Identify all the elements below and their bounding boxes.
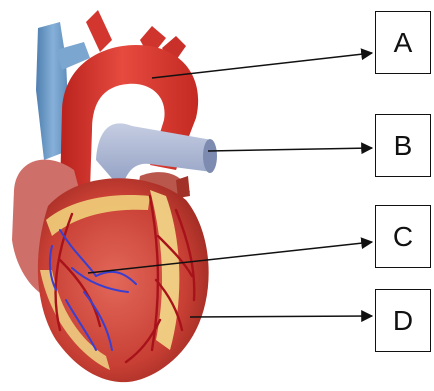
label-a-text: A	[394, 27, 413, 59]
label-box-a: A	[375, 11, 431, 74]
label-box-b: B	[375, 114, 431, 177]
arrow-d	[190, 316, 372, 317]
pulmonary-artery-opening	[203, 139, 217, 173]
label-box-c: C	[375, 205, 431, 268]
label-d-text: D	[393, 305, 413, 337]
label-b-text: B	[394, 130, 413, 162]
label-box-d: D	[375, 289, 431, 352]
aortic-branch	[86, 10, 112, 52]
arrow-b	[208, 148, 372, 151]
label-c-text: C	[393, 221, 413, 253]
